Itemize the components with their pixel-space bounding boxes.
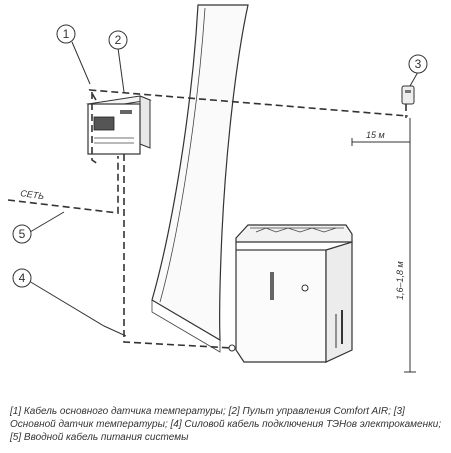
distance-label: 15 м [366,130,385,140]
callout-1: 1 [63,27,70,41]
callout-5: 5 [19,227,26,241]
height-label: 1,6–1,8 м [395,261,405,300]
callout-4: 4 [19,271,26,285]
wall [151,4,249,342]
figure-caption: [1] Кабель основного датчика температуры… [10,406,442,443]
callout-2: 2 [115,33,122,47]
electric-stove [228,224,353,363]
sensor-cable [88,89,409,117]
control-panel-comfort-air [86,95,152,155]
network-label: СЕТЬ [20,188,45,201]
callout-3: 3 [415,57,422,71]
supply-cable [7,156,119,214]
installation-diagram: 1 2 3 4 5 СЕТЬ 15 м 1,6–1,8 м [7,4,428,373]
heater-power-cable [123,154,233,349]
temperature-sensor [401,85,415,105]
